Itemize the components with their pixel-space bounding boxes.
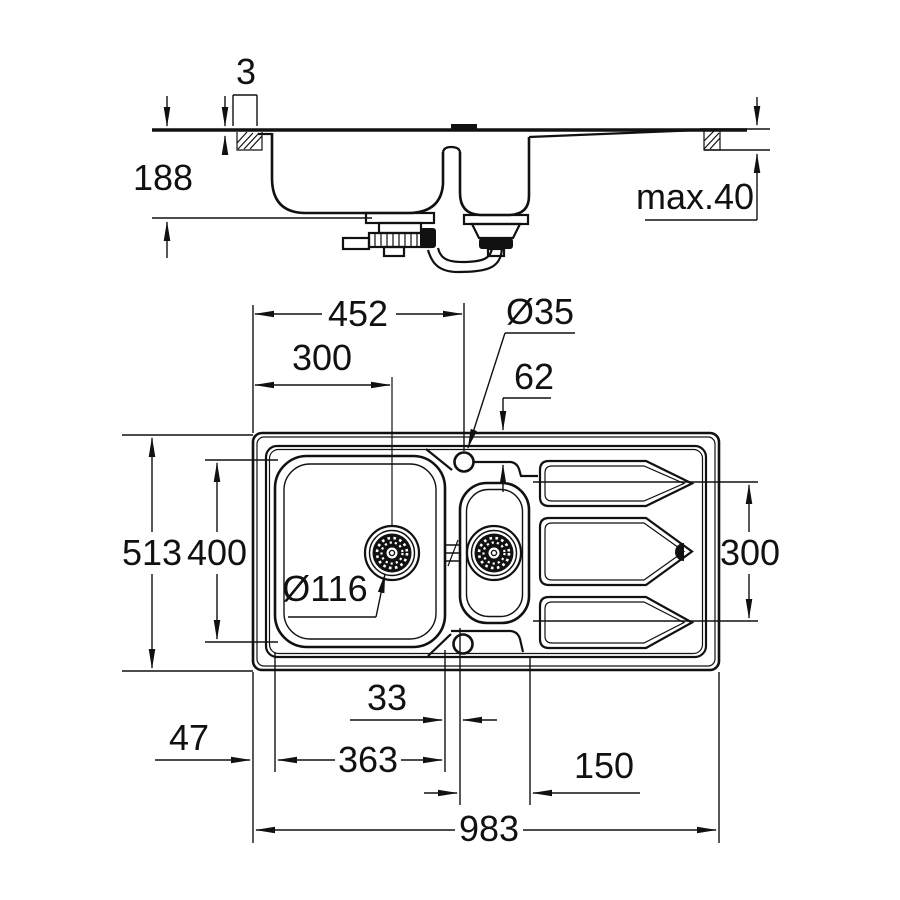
dimension-rim-height: 3 (221, 51, 258, 155)
sink-rim-inner-line2 (268, 448, 704, 655)
dimension-half-bowl-width: 150 (424, 745, 640, 797)
dimension-tap-offset: 452 (254, 293, 463, 334)
dim-bowl-length-label: 400 (187, 532, 247, 573)
side-view: 3 188 max.40 (133, 51, 770, 274)
sink-section-profile (258, 124, 701, 274)
dimension-overall-depth: 513 (122, 437, 182, 669)
dimension-bowl-gap: 33 (350, 677, 497, 724)
main-drain-strainer (363, 524, 421, 582)
dim-drain-label: Ø116 (282, 568, 367, 609)
dimension-drain-diameter: Ø116 (282, 568, 386, 618)
dim-half-bowl-label: 150 (574, 745, 634, 786)
main-bowl (273, 454, 447, 649)
tap-ledge-bottom (427, 629, 525, 657)
worktop-hatch-right (700, 128, 770, 151)
drain-pipe (426, 245, 504, 274)
dimension-bowl-width: 363 (277, 739, 443, 780)
tap-ledge-top (425, 448, 538, 478)
half-bowl-drain-strainer (465, 524, 523, 582)
plan-view: 452 300 Ø35 62 513 (122, 291, 780, 849)
drainer-drain-mark (675, 543, 684, 561)
dimension-bowl-length: 400 (187, 462, 247, 640)
dim-rim-height-label: 3 (236, 51, 256, 92)
main-bowl-inner (283, 463, 437, 640)
dimension-bowl-depth: 188 (133, 96, 193, 258)
dim-bowl-width-label: 363 (338, 739, 398, 780)
dim-drainer-depth-label: 300 (720, 532, 780, 573)
tap-hole-top (453, 451, 475, 473)
dimension-overall-width: 983 (255, 808, 717, 849)
bowl-overflow-symbol (446, 539, 460, 567)
main-waste-trap (341, 211, 436, 258)
tap-hole-boss (451, 124, 477, 130)
dim-tap-depth-label: 62 (514, 356, 554, 397)
dim-overall-width-label: 983 (459, 808, 519, 849)
worktop-hatch-left (236, 131, 263, 151)
dimension-bowl-center-offset: 300 (254, 337, 391, 389)
sink-outer-edge (251, 431, 721, 672)
sink-outer-edge-inner-line (256, 436, 716, 667)
dimension-worktop-thickness: max.40 (636, 97, 761, 221)
dim-bowl-center-label: 300 (292, 337, 352, 378)
bowl-divider-profile (441, 145, 462, 153)
dimension-edge-offset: 47 (155, 717, 251, 764)
dimension-tap-hole-diameter: Ø35 (467, 291, 575, 449)
dim-depth-label: 188 (133, 157, 193, 198)
dim-tap-hole-label: Ø35 (506, 291, 574, 332)
half-bowl-strainer-body (462, 213, 530, 258)
dim-overall-depth-label: 513 (122, 532, 182, 573)
sink-rim-inner-edge (264, 444, 708, 659)
drainer-grooves (538, 459, 695, 650)
dim-worktop-max-label: max.40 (636, 176, 754, 217)
drainer-slope-line (528, 128, 701, 139)
dim-tap-offset-label: 452 (328, 293, 388, 334)
dim-gap-label: 33 (367, 677, 407, 718)
dimension-tap-depth-offset: 62 (499, 356, 554, 492)
dim-edge-offset-label: 47 (169, 717, 209, 758)
dimension-drainer-depth: 300 (720, 484, 780, 619)
main-bowl-profile (270, 133, 445, 215)
half-bowl-profile (458, 137, 531, 217)
tap-hole-bottom (452, 633, 474, 655)
